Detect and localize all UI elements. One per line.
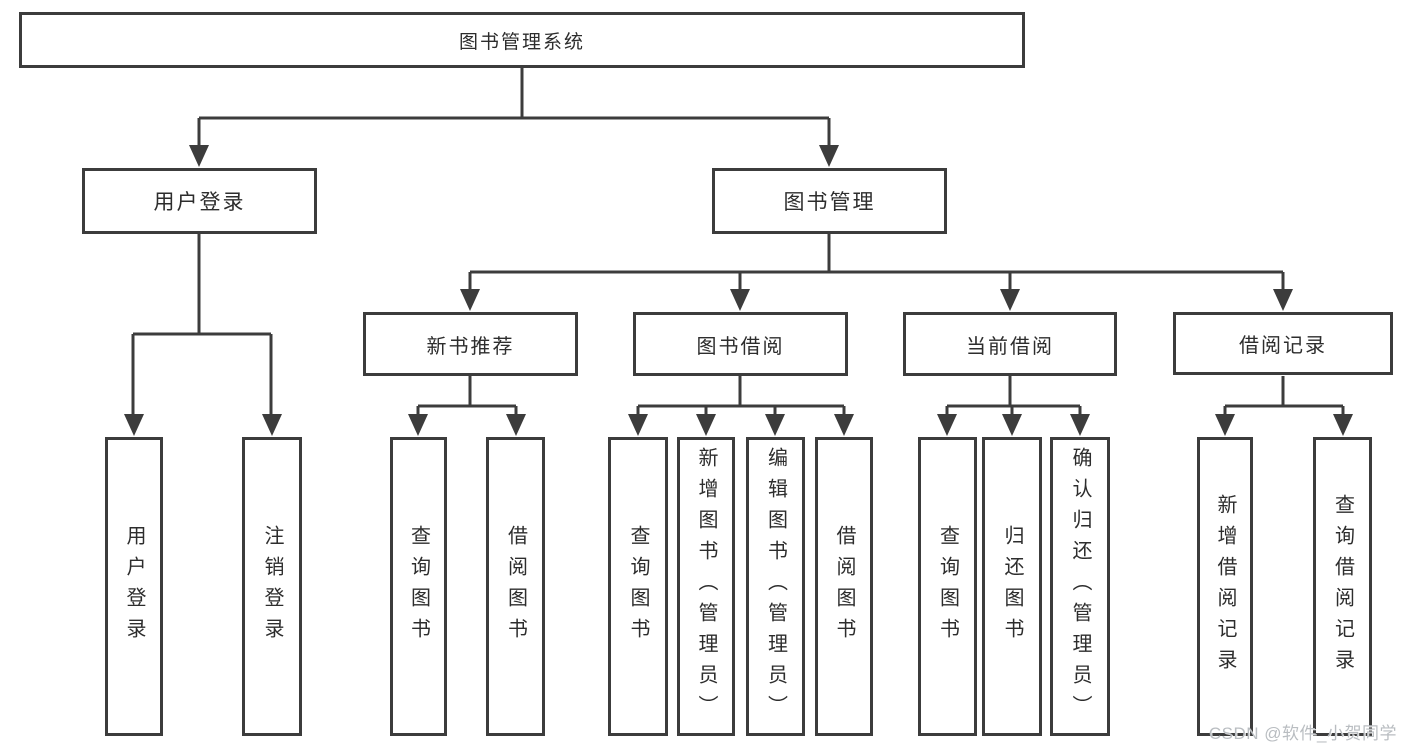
leaf-label: 新增图书（管理员） [695, 447, 717, 726]
arrow-down-icon [696, 414, 716, 436]
leaf-label: 编辑图书（管理员） [764, 447, 787, 726]
arrow-down-icon [460, 289, 480, 311]
arrow-down-icon [1000, 289, 1020, 311]
arrow-down-icon [834, 414, 854, 436]
leaf-label: 查询图书 [936, 524, 959, 649]
node-borrow-books-recommend: 借阅图书 [486, 437, 545, 736]
leaf-label: 归还图书 [1001, 524, 1023, 649]
node-return-books: 归还图书 [982, 437, 1042, 736]
leaf-label: 查询借阅记录 [1331, 493, 1354, 680]
arrow-down-icon [262, 414, 282, 436]
node-confirm-return-admin: 确认归还（管理员） [1050, 437, 1110, 736]
arrow-down-icon [189, 145, 209, 167]
leaf-label: 查询图书 [627, 524, 649, 649]
arrow-down-icon [628, 414, 648, 436]
arrow-down-icon [1273, 289, 1293, 311]
node-book-borrowing: 图书借阅 [633, 312, 848, 376]
arrow-down-icon [1333, 414, 1353, 436]
node-user-login-leaf: 用户登录 [105, 437, 163, 736]
arrow-down-icon [124, 414, 144, 436]
arrowheads [124, 145, 1353, 436]
watermark: CSDN @软件_小贺同学 [1208, 724, 1397, 743]
arrow-down-icon [1070, 414, 1090, 436]
arrow-down-icon [408, 414, 428, 436]
arrow-down-icon [765, 414, 785, 436]
node-query-books-current: 查询图书 [918, 437, 977, 736]
leaf-label: 确认归还（管理员） [1069, 447, 1091, 726]
leaf-label: 注销登录 [261, 524, 283, 649]
node-book-management: 图书管理 [712, 168, 947, 234]
node-query-borrow-record: 查询借阅记录 [1313, 437, 1372, 736]
arrow-down-icon [1002, 414, 1022, 436]
node-edit-books-admin: 编辑图书（管理员） [746, 437, 805, 736]
arrow-down-icon [937, 414, 957, 436]
connector-path [131, 68, 1345, 421]
leaf-label: 用户登录 [123, 524, 145, 649]
node-query-books-recommend: 查询图书 [390, 437, 447, 736]
leaf-label: 借阅图书 [833, 524, 855, 649]
arrow-down-icon [506, 414, 526, 436]
arrow-down-icon [730, 289, 750, 311]
node-add-books-admin: 新增图书（管理员） [677, 437, 735, 736]
arrow-down-icon [819, 145, 839, 167]
node-add-borrow-record: 新增借阅记录 [1197, 437, 1253, 736]
node-borrowing-records: 借阅记录 [1173, 312, 1393, 375]
arrow-down-icon [1215, 414, 1235, 436]
node-user-login: 用户登录 [82, 168, 317, 234]
node-borrow-books: 借阅图书 [815, 437, 873, 736]
leaf-label: 借阅图书 [504, 524, 527, 649]
leaf-label: 新增借阅记录 [1214, 493, 1236, 680]
node-current-borrowing: 当前借阅 [903, 312, 1117, 376]
leaf-label: 查询图书 [407, 524, 430, 649]
node-new-book-recommendation: 新书推荐 [363, 312, 578, 376]
node-query-books-borrowing: 查询图书 [608, 437, 668, 736]
node-logout: 注销登录 [242, 437, 302, 736]
node-library-management-system: 图书管理系统 [19, 12, 1025, 68]
